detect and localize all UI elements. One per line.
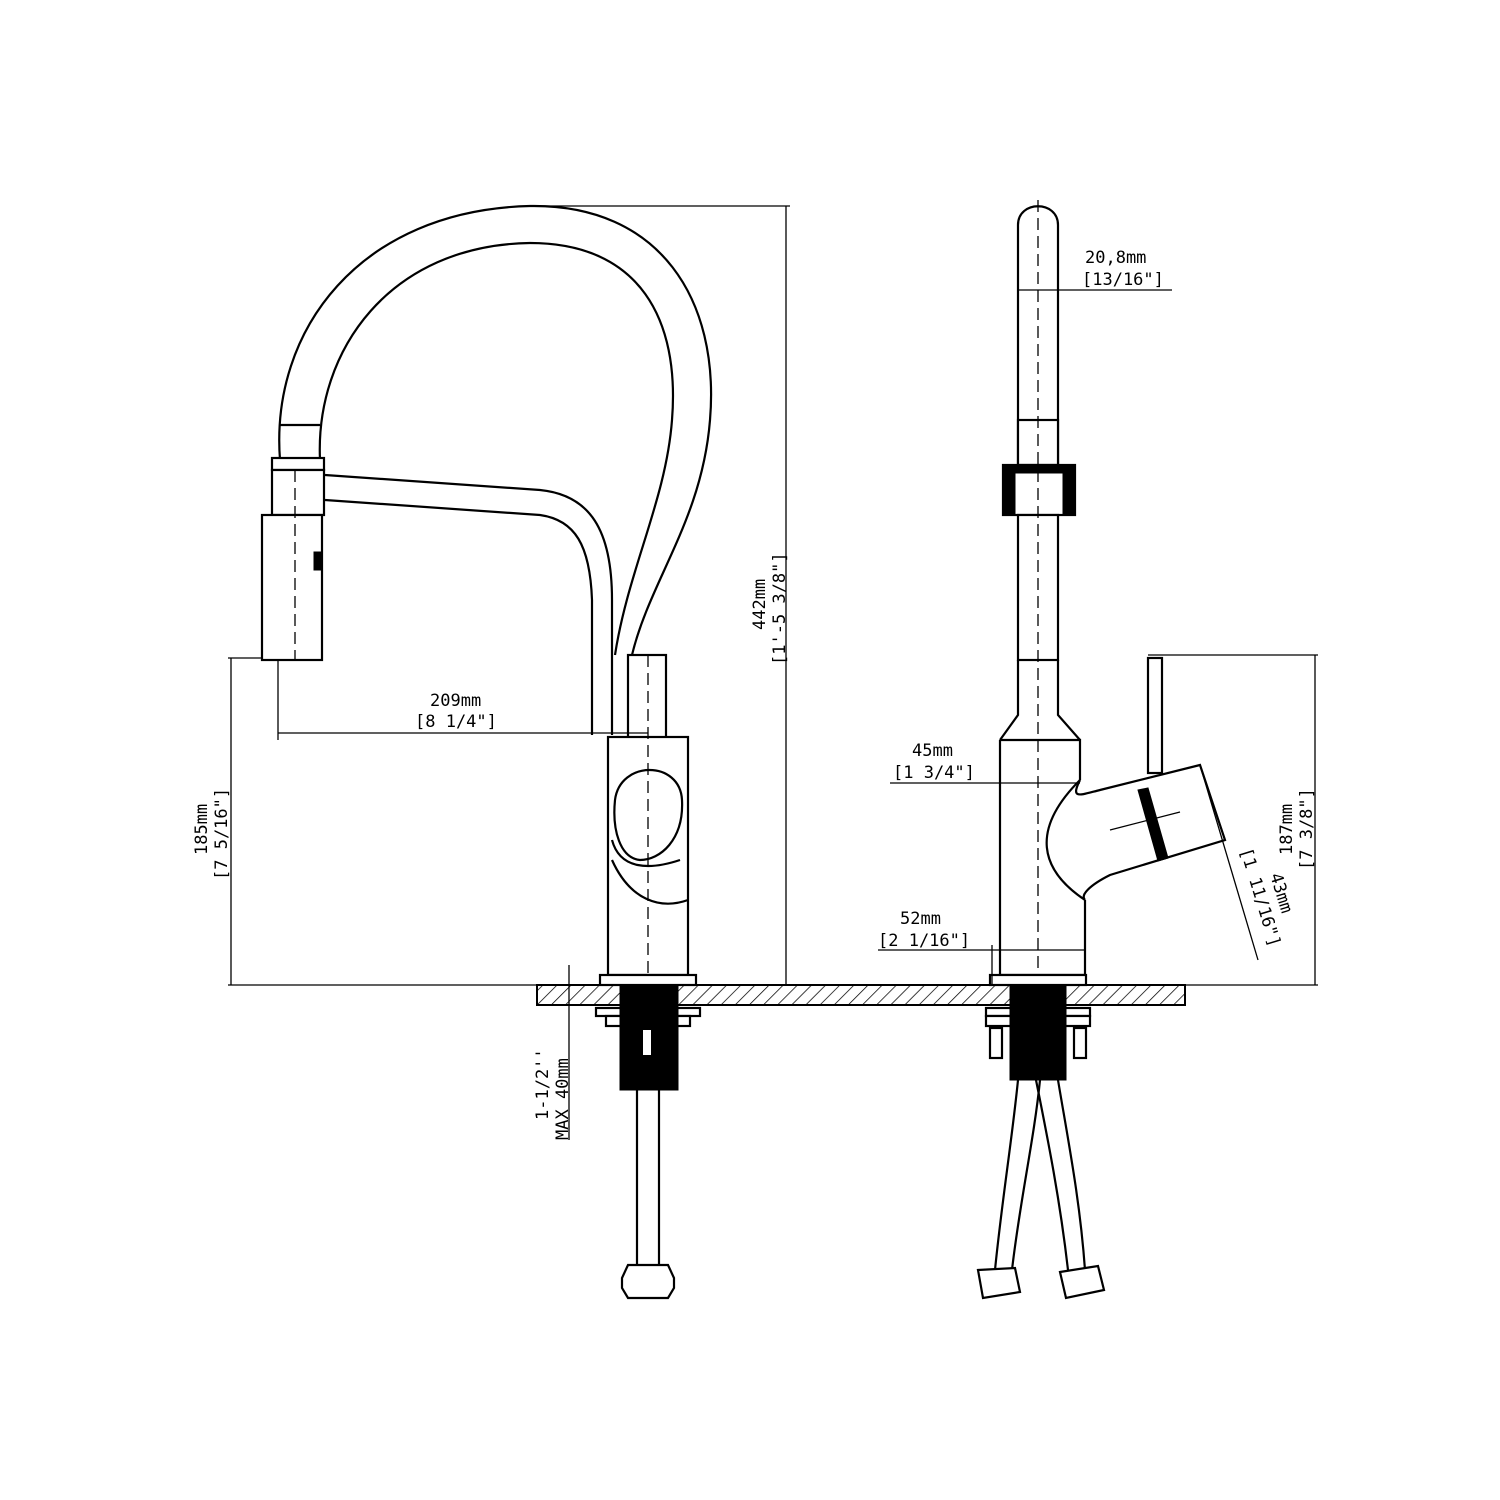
spout-clearance-in: [7 5/16"] xyxy=(212,788,232,880)
side-view-faucet xyxy=(260,204,713,1300)
base-width-mm: 52mm xyxy=(900,909,941,929)
dimension-handle-diameter: 43mm [1 11/16"] xyxy=(1199,764,1296,961)
handle-height-in: [7 3/8"] xyxy=(1297,788,1317,870)
body-width-mm: 45mm xyxy=(912,741,953,761)
body-width-in: [1 3/4"] xyxy=(893,763,975,783)
reach-mm: 209mm xyxy=(430,691,481,711)
spout-diameter-mm: 20,8mm xyxy=(1085,248,1146,268)
dimension-body-width: 45mm [1 3/4"] xyxy=(890,741,1080,784)
spout-clearance-mm: 185mm xyxy=(192,804,212,855)
overall-height-in: [1'-5 3/8"] xyxy=(770,552,790,665)
base-width-in: [2 1/16"] xyxy=(878,931,970,951)
dimension-spout-diameter: 20,8mm [13/16"] xyxy=(1018,248,1172,291)
dimension-deck-thickness: 1-1/2'' MAX 40mm xyxy=(533,965,573,1140)
handle-height-mm: 187mm xyxy=(1277,804,1297,855)
dimension-overall-height: 442mm [1'-5 3/8"] xyxy=(530,205,790,986)
reach-in: [8 1/4"] xyxy=(415,712,497,732)
deck-thickness-in: 1-1/2'' xyxy=(533,1048,553,1120)
dimension-base-width: 52mm [2 1/16"] xyxy=(878,909,1085,985)
dimension-reach: 209mm [8 1/4"] xyxy=(277,660,648,740)
dimension-handle-height: 187mm [7 3/8"] xyxy=(1148,654,1318,986)
overall-height-mm: 442mm xyxy=(750,579,770,630)
spout-diameter-in: [13/16"] xyxy=(1082,270,1164,290)
deck-thickness-mm: MAX 40mm xyxy=(553,1058,573,1140)
front-view-faucet xyxy=(976,200,1227,1300)
dimension-spout-clearance: 185mm [7 5/16"] xyxy=(192,657,600,986)
